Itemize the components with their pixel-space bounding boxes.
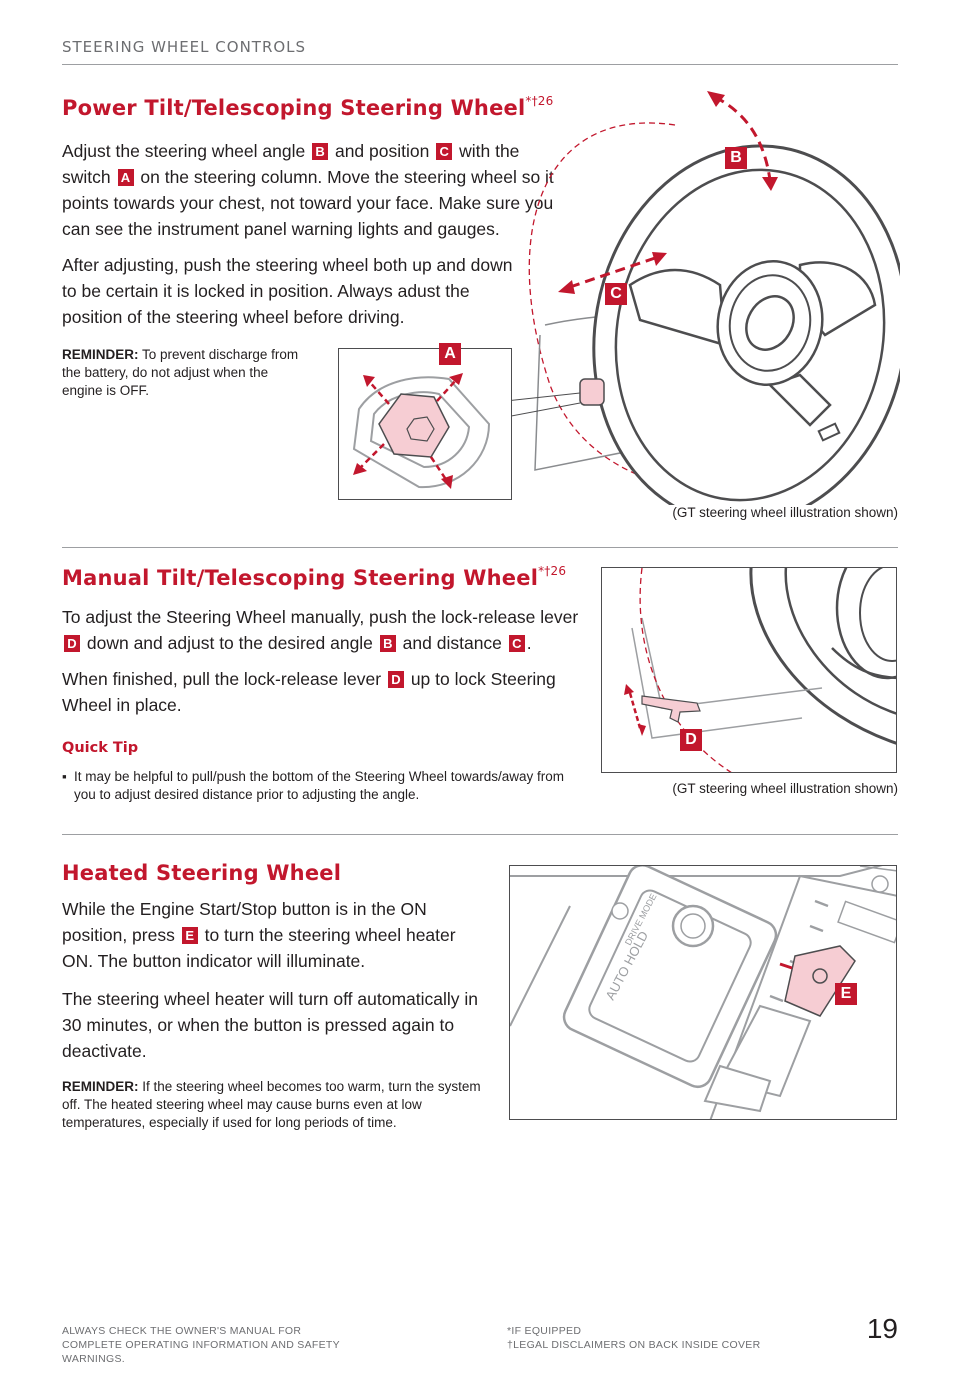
footer-notes: *IF EQUIPPED †LEGAL DISCLAIMERS ON BACK … — [507, 1324, 760, 1352]
power-tilt-paragraph-2: After adjusting, push the steering wheel… — [62, 255, 513, 327]
manual-tilt-paragraph-2: When finished, pull the lock-release lev… — [62, 666, 572, 718]
callout-d: D — [680, 729, 702, 751]
callout-c: C — [605, 283, 627, 305]
inline-badge-a: A — [117, 169, 134, 186]
reminder-label: REMINDER: — [62, 347, 139, 362]
heated-paragraph-2: The steering wheel heater will turn off … — [62, 989, 479, 1061]
quick-tip-title: Quick Tip — [62, 740, 139, 756]
footer-note-legal: †LEGAL DISCLAIMERS ON BACK INSIDE COVER — [507, 1339, 761, 1351]
text-run: and position — [334, 141, 430, 161]
inline-badge-d: D — [64, 635, 80, 652]
power-tilt-title-text: Power Tilt/Telescoping Steering Wheel — [62, 96, 526, 120]
column-switch — [579, 378, 605, 406]
section-header: STEERING WHEEL CONTROLS — [62, 38, 307, 56]
power-tilt-title: Power Tilt/Telescoping Steering Wheel*†2… — [62, 94, 554, 120]
text-run: . — [526, 633, 532, 653]
text-run: on the steering column. Move the steerin… — [62, 167, 554, 239]
footer-note-if-equipped: *IF EQUIPPED — [507, 1325, 582, 1337]
text-run: While the Engine Start/Stop button is in… — [62, 899, 427, 945]
console-illustration: DRIVE MODE AUTO HOLD — [509, 865, 897, 1120]
heated-paragraph-1: While the Engine Start/Stop button is in… — [62, 896, 477, 974]
inline-badge-d: D — [387, 671, 404, 688]
steering-wheel-illustration — [505, 91, 900, 505]
section-divider-2 — [62, 834, 898, 835]
text-run: with the switch — [62, 141, 520, 187]
text-run: When finished, pull the lock-release lev… — [62, 669, 382, 689]
bullet: ▪ — [62, 769, 67, 784]
callout-e: E — [835, 983, 857, 1005]
manual-tilt-caption: (GT steering wheel illustration shown) — [672, 781, 898, 796]
text-run: To adjust the Steering Wheel manually, p… — [62, 607, 579, 627]
console-drawing: DRIVE MODE AUTO HOLD — [510, 866, 896, 1119]
power-tilt-reminder: REMINDER: To prevent discharge from the … — [62, 346, 312, 400]
power-tilt-caption: (GT steering wheel illustration shown) — [672, 505, 898, 520]
manual-tilt-title-text: Manual Tilt/Telescoping Steering Wheel — [62, 566, 539, 590]
inline-badge-b: B — [312, 143, 329, 160]
callout-a: A — [439, 343, 461, 365]
footer-disclaimer: ALWAYS CHECK THE OWNER'S MANUAL FOR COMP… — [62, 1325, 340, 1365]
switch-inset-drawing — [352, 373, 491, 489]
section-divider-1 — [62, 547, 898, 548]
text-run: down and adjust to the desired angle — [86, 633, 373, 653]
text-run: Adjust the steering wheel angle — [62, 141, 306, 161]
callout-b: B — [725, 147, 747, 169]
quick-tip-text: It may be helpful to pull/push the botto… — [74, 769, 565, 802]
tilt-arrow — [714, 95, 772, 181]
power-tilt-title-sup: *†26 — [525, 94, 554, 108]
quick-tip-item: ▪ It may be helpful to pull/push the bot… — [62, 768, 582, 804]
inline-badge-c: C — [508, 635, 525, 652]
reminder-label: REMINDER: — [62, 1079, 139, 1094]
manual-tilt-paragraph-1: To adjust the Steering Wheel manually, p… — [62, 604, 587, 656]
inline-badge-c: C — [436, 143, 453, 160]
heated-reminder: REMINDER: If the steering wheel becomes … — [62, 1078, 482, 1132]
switch-inset — [338, 348, 512, 500]
reminder-text: If the steering wheel becomes too warm, … — [62, 1079, 481, 1130]
text-run: to turn the steering wheel heater ON. Th… — [62, 925, 456, 971]
header-divider — [62, 64, 898, 65]
page-number: 19 — [866, 1313, 898, 1344]
text-run: up to lock Steering Wheel in place. — [62, 669, 556, 715]
manual-lever-drawing — [624, 568, 896, 772]
manual-tilt-title: Manual Tilt/Telescoping Steering Wheel*†… — [62, 564, 567, 590]
manual-lever-illustration — [601, 567, 897, 773]
power-tilt-paragraph-1: Adjust the steering wheel angle B and po… — [62, 138, 567, 242]
inline-badge-e: E — [181, 927, 198, 944]
manual-tilt-title-sup: *†26 — [538, 564, 567, 578]
heated-title: Heated Steering Wheel — [62, 861, 342, 885]
reminder-text: To prevent discharge from the battery, d… — [62, 347, 299, 398]
inline-badge-b: B — [379, 635, 396, 652]
text-run: and distance — [402, 633, 502, 653]
